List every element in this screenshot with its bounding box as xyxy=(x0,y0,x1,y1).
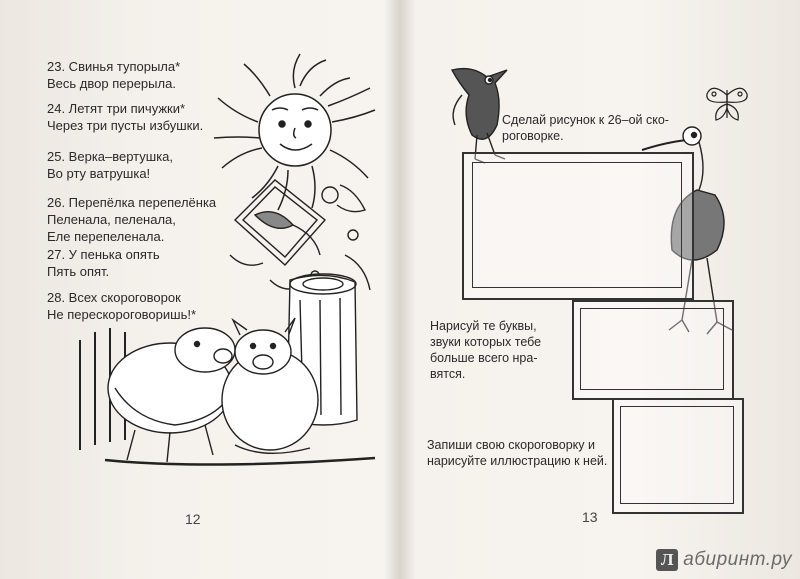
poem-line: Не перескороговоришь!* xyxy=(47,307,197,322)
poem-28: 28. Всех скороговорок Не перескороговори… xyxy=(47,289,196,323)
task-line: Нарисуй те буквы, xyxy=(430,319,537,333)
sun-illustration xyxy=(213,53,376,211)
crow-illustration xyxy=(450,67,508,164)
task-line: Сделай рисунок к 26–ой ско- xyxy=(502,113,669,127)
poem-line: 27. У пенька опять xyxy=(47,247,160,262)
poem-25: 25. Верка–вертушка, Во рту ватрушка! xyxy=(47,148,173,182)
task-write-own: Запиши свою скороговорку и нарисуйте илл… xyxy=(427,437,607,469)
task-draw-26: Сделай рисунок к 26–ой ско- роговорке. xyxy=(502,112,669,144)
poem-line: 28. Всех скороговорок xyxy=(47,290,181,305)
poem-line: Пять опят. xyxy=(47,264,110,279)
drawing-frame-inner xyxy=(472,162,682,288)
poem-line: 25. Верка–вертушка, xyxy=(47,149,174,164)
poem-26: 26. Перепёлка перепелёнка Пеленала, пеле… xyxy=(47,194,216,245)
task-draw-letters: Нарисуй те буквы, звуки которых тебе бол… xyxy=(430,318,541,382)
poem-line: 24. Летят три пичужки* xyxy=(47,101,186,116)
task-line: вятся. xyxy=(430,367,466,381)
poem-23: 23. Свинья тупорыла* Весь двор перерыла. xyxy=(47,58,180,92)
labirint-logo: Л xyxy=(656,549,679,571)
own-frame-inner xyxy=(620,406,734,504)
letters-frame[interactable] xyxy=(572,300,734,400)
pigs-illustration xyxy=(79,273,376,466)
poem-line: Пеленала, пеленала, xyxy=(47,212,176,227)
poem-line: 26. Перепёлка перепелёнка xyxy=(47,195,217,210)
right-page: Сделай рисунок к 26–ой ско- роговорке. Н… xyxy=(402,0,800,579)
poem-line: Весь двор перерыла. xyxy=(47,76,176,91)
birds-window-illustration xyxy=(229,179,371,291)
own-tongue-twister-frame[interactable] xyxy=(612,398,744,514)
left-page: 23. Свинья тупорыла* Весь двор перерыла.… xyxy=(0,0,398,579)
page-number-left: 12 xyxy=(185,511,201,527)
heron-illustration xyxy=(641,126,733,335)
drawing-frame-26[interactable] xyxy=(462,152,694,300)
page-number-right: 13 xyxy=(582,509,598,525)
poem-line: Еле перепеленала. xyxy=(47,229,165,244)
poem-27: 27. У пенька опять Пять опят. xyxy=(47,246,160,280)
labirint-text: абиринт.ру xyxy=(683,549,792,570)
task-line: звуки которых тебе xyxy=(430,335,542,349)
poem-line: Через три пусты избушки. xyxy=(47,118,204,133)
task-line: Запиши свою скороговорку и xyxy=(427,438,595,452)
poem-24: 24. Летят три пичужки* Через три пусты и… xyxy=(47,100,203,134)
poem-line: Во рту ватрушка! xyxy=(47,166,151,181)
letters-frame-inner xyxy=(580,308,724,390)
labirint-watermark: Л абиринт.ру xyxy=(656,549,792,571)
task-line: больше всего нра- xyxy=(430,351,538,365)
task-line: нарисуйте иллюстрацию к ней. xyxy=(427,454,608,468)
task-line: роговорке. xyxy=(502,129,564,143)
poem-line: 23. Свинья тупорыла* xyxy=(47,59,181,74)
butterfly-illustration xyxy=(706,87,748,121)
